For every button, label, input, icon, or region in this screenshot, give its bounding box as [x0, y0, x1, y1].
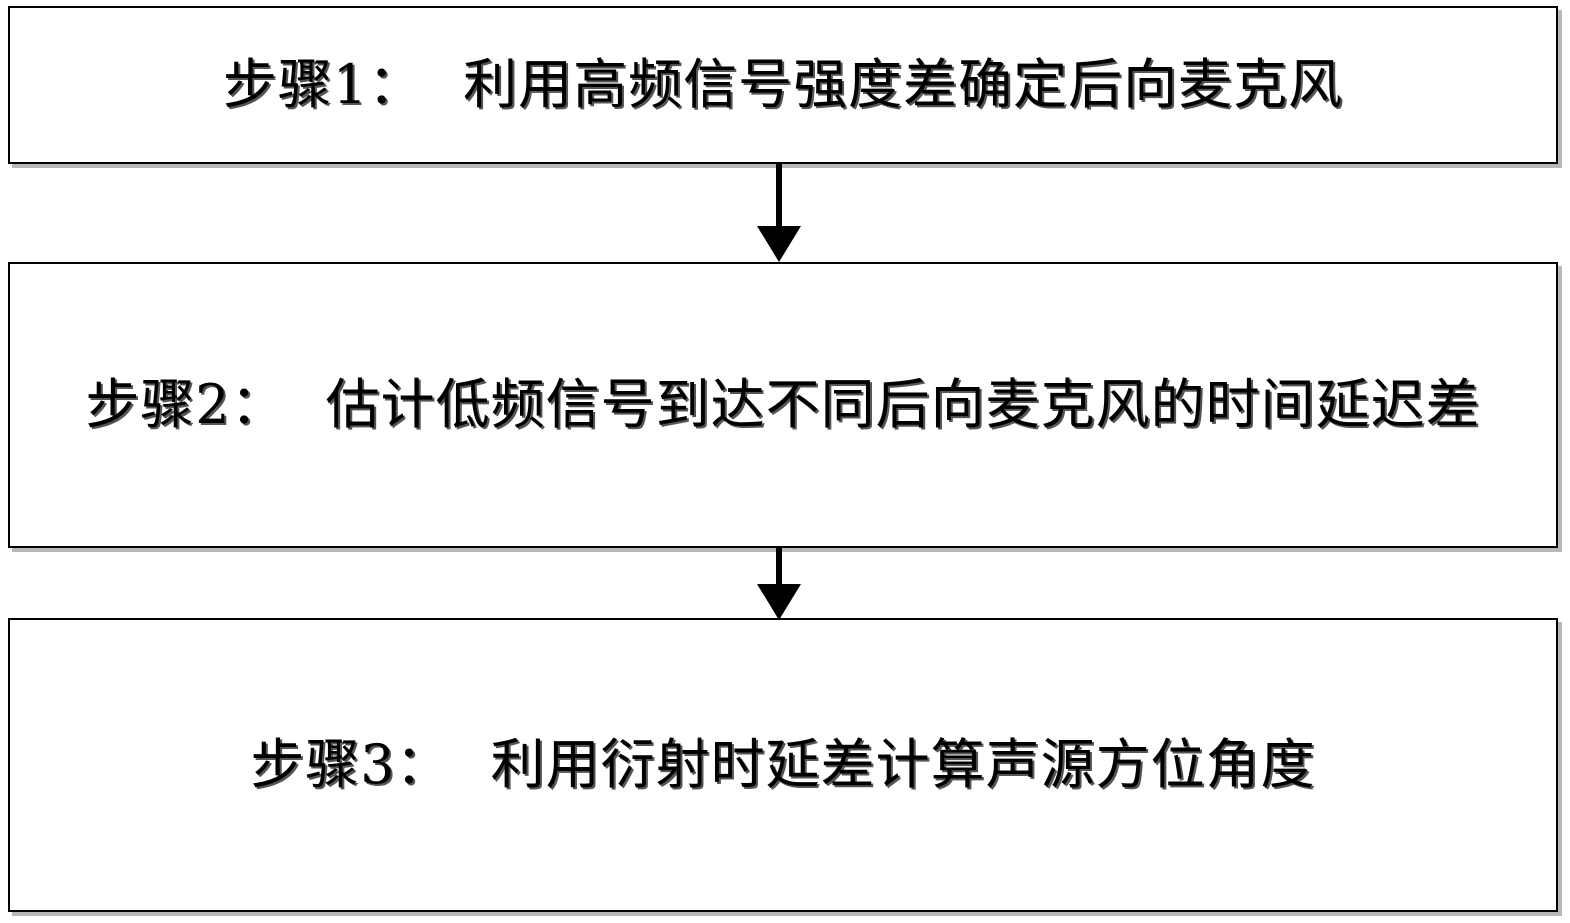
arrow-1-shaft	[776, 164, 782, 230]
arrow-2-head	[757, 584, 801, 620]
step-3-label: 步骤3：	[250, 733, 451, 796]
step-1-label: 步骤1：	[222, 53, 424, 116]
step-1-box: 步骤1： 利用高频信号强度差确定后向麦克风	[8, 6, 1558, 164]
step-3-text: 步骤3：利用衍射时延差计算声源方位角度	[250, 738, 1315, 792]
step-2-label: 步骤2：	[85, 373, 286, 436]
arrow-1-head	[757, 226, 801, 262]
step-3-description: 利用衍射时延差计算声源方位角度	[490, 733, 1316, 796]
step-2-description: 估计低频信号到达不同后向麦克风的时间延迟差	[325, 373, 1481, 436]
step-3-box: 步骤3： 利用衍射时延差计算声源方位角度	[8, 618, 1558, 912]
step-2-box: 步骤2： 估计低频信号到达不同后向麦克风的时间延迟差	[8, 262, 1558, 548]
arrow-down-icon	[757, 548, 801, 620]
step-1-description: 利用高频信号强度差确定后向麦克风	[463, 53, 1344, 116]
step-1-text: 步骤1：利用高频信号强度差确定后向麦克风	[223, 58, 1343, 112]
arrow-2-shaft	[776, 548, 782, 588]
step-2-text: 步骤2：估计低频信号到达不同后向麦克风的时间延迟差	[85, 378, 1480, 432]
arrow-down-icon	[757, 164, 801, 262]
